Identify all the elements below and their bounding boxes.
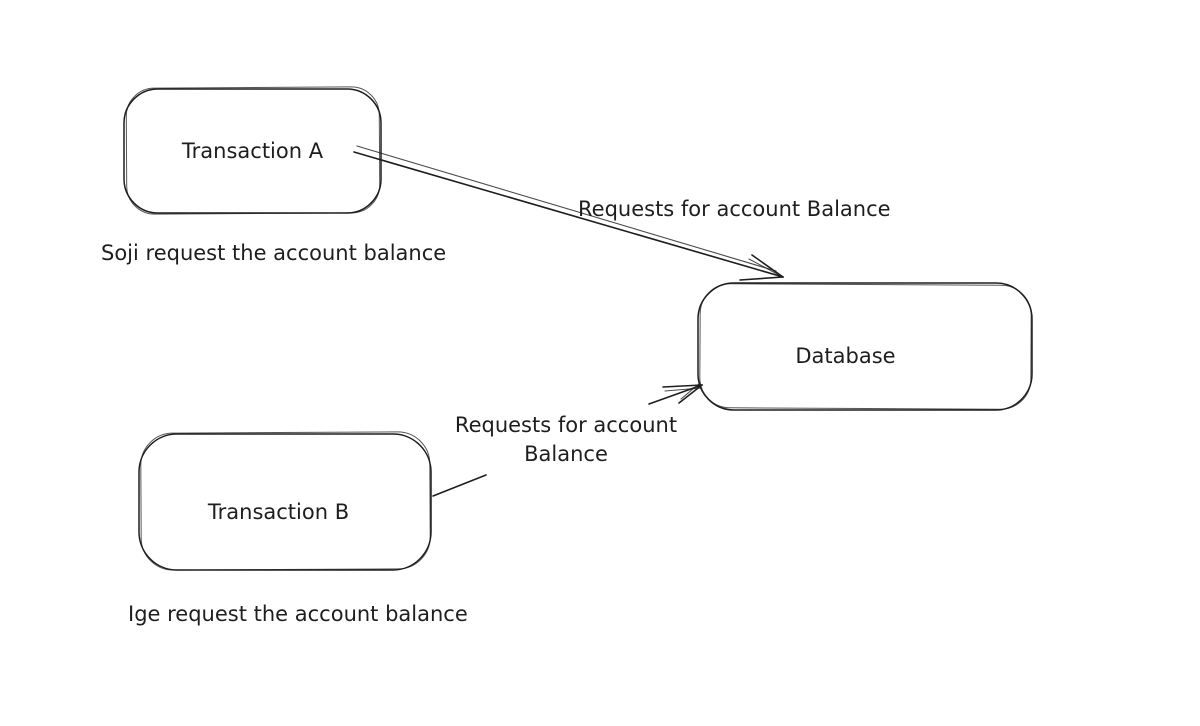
caption-transaction-b: Ige request the account balance: [128, 602, 468, 626]
node-label-transaction-b: Transaction B: [207, 499, 350, 524]
arrowhead: [678, 384, 703, 404]
node-outline: [697, 282, 1033, 411]
node-outline-database: [697, 282, 1033, 411]
node-transaction-b: Transaction B: [139, 433, 432, 570]
arrow-transaction-a-to-database: [353, 145, 784, 281]
node-outline-transaction-b: [138, 431, 432, 571]
arrowhead-sketch: [680, 382, 701, 400]
arrow-label-b-to-db: Requests for account Balance: [454, 413, 678, 466]
node-transaction-a: Transaction A: [124, 88, 381, 214]
caption-transaction-a: Soji request the account balance: [101, 241, 447, 265]
node-outline-sketch: [125, 86, 381, 215]
arrowhead: [739, 276, 784, 281]
node-outline-transaction-a: [123, 86, 382, 215]
arrow-shaft-sketch: [356, 145, 777, 272]
arrow-shaft: [432, 474, 487, 497]
node-outline-sketch: [140, 431, 431, 571]
node-label-transaction-a: Transaction A: [181, 139, 324, 163]
arrow-shaft: [353, 151, 784, 278]
arrowhead: [662, 384, 703, 388]
arrow-label-a-to-db: Requests for account Balance: [578, 197, 891, 221]
arrowhead-sketch: [748, 258, 782, 277]
arrowhead: [751, 254, 784, 278]
arrowhead-sketch: [664, 387, 702, 392]
node-database: Database: [698, 283, 1033, 410]
node-label-database: Database: [795, 343, 896, 368]
node-outline-sketch: [699, 283, 1032, 410]
arrow-transaction-b-to-database: [432, 382, 703, 497]
